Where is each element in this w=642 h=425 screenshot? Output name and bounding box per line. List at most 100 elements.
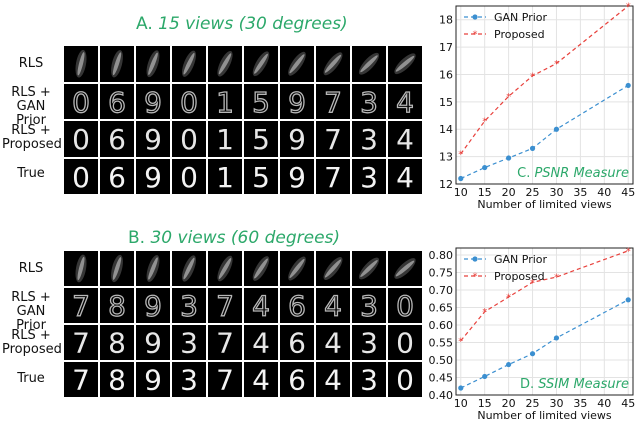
panel-b-image-proposed-6: 4 — [244, 325, 278, 360]
panel-a-image-gan-prior-9: 3 — [352, 83, 386, 119]
panel-a-image-rls-1 — [64, 46, 98, 82]
panel-b-image-gan-prior-7: 6 — [280, 288, 314, 323]
psnr-x-tick-label: 25 — [526, 186, 540, 199]
psnr-x-tick-label: 30 — [549, 186, 563, 199]
ssim-plot-frame — [455, 247, 634, 396]
panel-a-row-label-rls: RLS — [18, 56, 44, 71]
psnr-series-line-proposed — [460, 5, 629, 155]
panel-a-image-true-10: 4 — [388, 158, 422, 194]
svg-text:*: * — [473, 272, 478, 283]
svg-text:4: 4 — [324, 327, 342, 360]
panel-b-image-true-4: 3 — [172, 362, 206, 397]
ssim-point-proposed: * — [458, 336, 463, 347]
panel-b-image-true-7: 6 — [280, 362, 314, 397]
svg-text:3: 3 — [360, 327, 378, 360]
psnr-y-tick-label: 18 — [439, 14, 453, 27]
panel-a-image-rls-9 — [352, 46, 386, 82]
panel-a-row-label-proposed: RLS + Proposed — [2, 123, 62, 152]
psnr-x-tick-label: 20 — [502, 186, 516, 199]
svg-text:0: 0 — [72, 160, 90, 193]
psnr-x-tick-label: 35 — [573, 186, 587, 199]
panel-b-image-rls-3 — [136, 251, 170, 286]
svg-text:9: 9 — [144, 85, 162, 118]
panel-b-row-label-gan: RLS + GAN Prior — [11, 290, 51, 333]
panel-a-image-gan-prior-5: 1 — [208, 83, 242, 119]
svg-text:9: 9 — [144, 290, 162, 323]
svg-text:9: 9 — [144, 123, 162, 156]
panel-a-image-true-2: 6 — [100, 158, 134, 194]
panel-b-image-true-3: 9 — [136, 362, 170, 397]
svg-text:4: 4 — [396, 160, 414, 193]
svg-text:3: 3 — [360, 364, 378, 397]
svg-text:9: 9 — [288, 160, 306, 193]
panel-b-image-proposed-8: 4 — [316, 325, 350, 360]
panel-b-image-gan-prior-10: 0 — [388, 288, 422, 323]
svg-text:8: 8 — [108, 290, 126, 323]
panel-a-image-true-8: 7 — [316, 158, 350, 194]
panel-a-image-proposed-5: 1 — [208, 121, 242, 157]
panel-b-image-true-6: 4 — [244, 362, 278, 397]
svg-text:3: 3 — [180, 327, 198, 360]
svg-text:0: 0 — [396, 290, 414, 323]
svg-text:7: 7 — [324, 123, 342, 156]
ssim-point-gan-prior — [529, 351, 536, 357]
panel-a-image-gan-prior-10: 4 — [388, 83, 422, 119]
panel-b-image-gan-prior-8: 4 — [316, 288, 350, 323]
psnr-y-tick-label: 13 — [439, 151, 453, 164]
ssim-x-tick-label: 20 — [502, 397, 516, 410]
ssim-y-tick-label: 0.80 — [429, 249, 454, 262]
svg-text:8: 8 — [108, 327, 126, 360]
psnr-y-tick-label: 14 — [439, 123, 453, 136]
panel-b-image-rls-8 — [316, 251, 350, 286]
psnr-point-gan-prior — [529, 145, 536, 151]
svg-text:7: 7 — [72, 364, 90, 397]
svg-text:6: 6 — [288, 364, 306, 397]
panel-a-image-true-1: 0 — [64, 158, 98, 194]
psnr-point-proposed: * — [554, 59, 559, 70]
panel-a-image-true-9: 3 — [352, 158, 386, 194]
panel-b-image-gan-prior-4: 3 — [172, 288, 206, 323]
panel-b-image-proposed-10: 0 — [388, 325, 422, 360]
psnr-x-tick-label: 15 — [478, 186, 492, 199]
panel-a-image-gan-prior-7: 9 — [280, 83, 314, 119]
panel-b-image-true-1: 7 — [64, 362, 98, 397]
panel-a-image-rls-4 — [172, 46, 206, 82]
panel-b-image-proposed-5: 7 — [208, 325, 242, 360]
panel-b-letter: B. — [128, 228, 146, 248]
panel-a-letter: A. — [136, 14, 153, 34]
panel-b-image-rls-5 — [208, 251, 242, 286]
panel-a-image-proposed-6: 5 — [244, 121, 278, 157]
panel-a-image-proposed-3: 9 — [136, 121, 170, 157]
svg-text:3: 3 — [360, 123, 378, 156]
ssim-y-tick-label: 0.70 — [429, 284, 454, 297]
panel-a-image-true-5: 1 — [208, 158, 242, 194]
svg-text:4: 4 — [252, 327, 270, 360]
ssim-point-gan-prior — [553, 335, 560, 341]
psnr-y-tick-label: 17 — [439, 41, 453, 54]
panel-a-image-proposed-10: 4 — [388, 121, 422, 157]
svg-text:3: 3 — [360, 290, 378, 323]
panel-b-image-gan-prior-1: 7 — [64, 288, 98, 323]
svg-text:6: 6 — [288, 290, 306, 323]
svg-text:5: 5 — [252, 123, 270, 156]
ssim-legend-label: Proposed — [494, 270, 545, 283]
panel-a-image-gan-prior-3: 9 — [136, 83, 170, 119]
svg-text:0: 0 — [396, 364, 414, 397]
svg-text:6: 6 — [108, 160, 126, 193]
ssim-x-tick-label: 10 — [454, 397, 468, 410]
panel-b-image-gan-prior-3: 9 — [136, 288, 170, 323]
panel-b-image-proposed-4: 3 — [172, 325, 206, 360]
ssim-y-tick-label: 0.45 — [429, 372, 454, 385]
svg-text:0: 0 — [180, 123, 198, 156]
psnr-point-gan-prior — [625, 82, 631, 89]
ssim-point-proposed: * — [506, 293, 511, 304]
ssim-legend-label: GAN Prior — [494, 253, 548, 266]
panel-a-image-rls-6 — [244, 46, 278, 82]
svg-text:3: 3 — [180, 364, 198, 397]
panel-a-image-gan-prior-4: 0 — [172, 83, 206, 119]
psnr-x-axis-label: Number of limited views — [477, 198, 612, 211]
panel-a-image-gan-prior-8: 7 — [316, 83, 350, 119]
ssim-annotation: D. SSIM Measure — [520, 377, 629, 392]
